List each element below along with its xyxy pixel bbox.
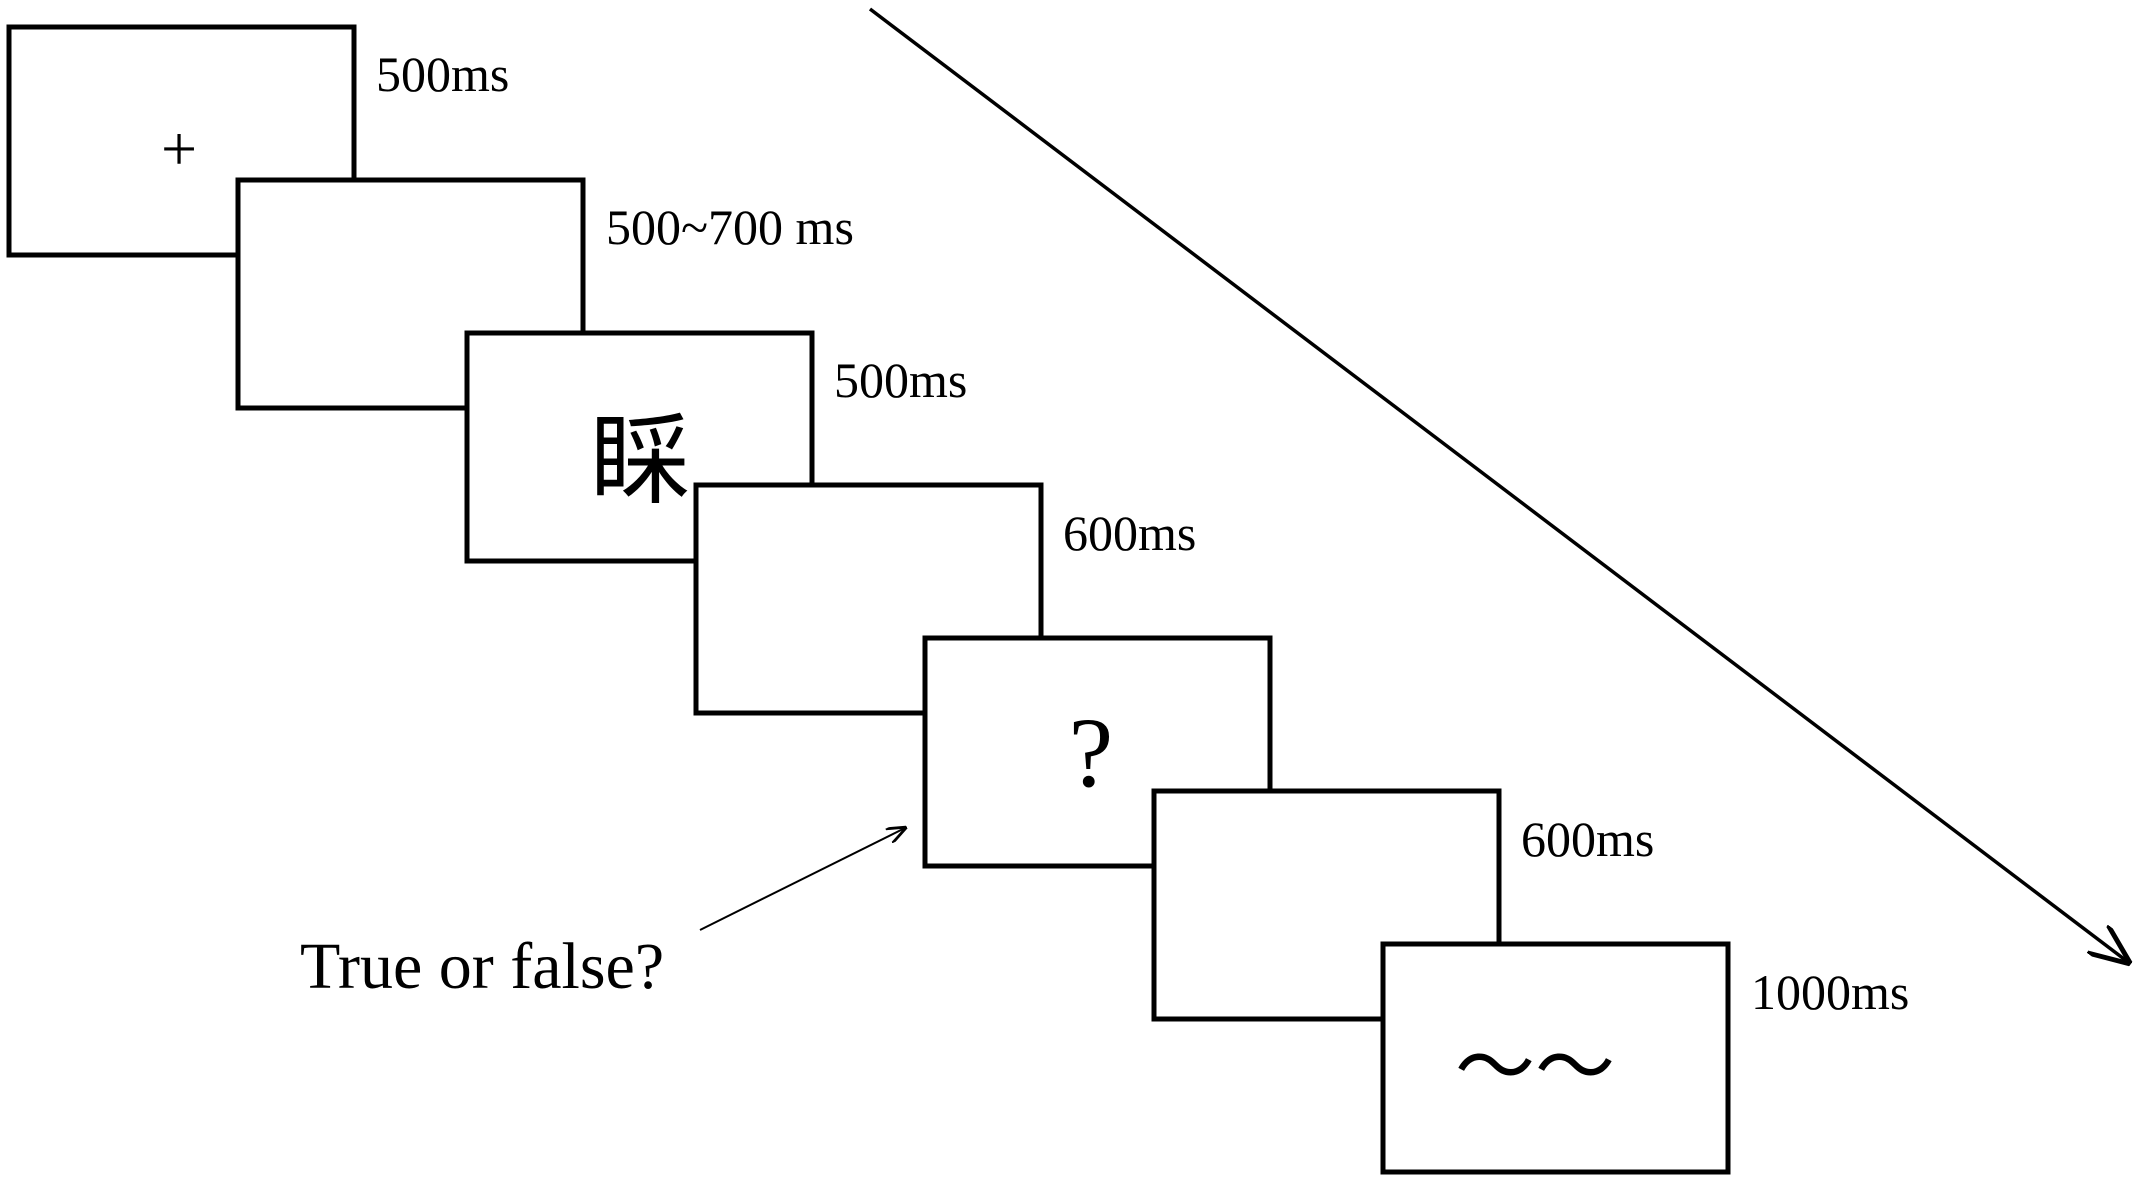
question-mark-stimulus: ? [1069,697,1113,808]
tilde-stimulus: ～～ [1455,1025,1615,1113]
fixation-cross: + [161,113,197,184]
frame-tilde: ～～ [1380,941,1731,1175]
response-prompt: True or false? [300,930,664,1003]
response-pointer-arrow [699,828,905,931]
chinese-character-stimulus: 睬 [590,406,690,517]
time-arrow [868,7,2128,962]
frame-4-duration: 600ms [1063,505,1196,561]
frame-3-duration: 500ms [834,352,967,408]
frame-6-duration: 600ms [1521,811,1654,867]
frame-2-duration: 500~700 ms [606,199,854,255]
frame-7-duration: 1000ms [1751,964,1909,1020]
frame-1-duration: 500ms [376,46,509,102]
